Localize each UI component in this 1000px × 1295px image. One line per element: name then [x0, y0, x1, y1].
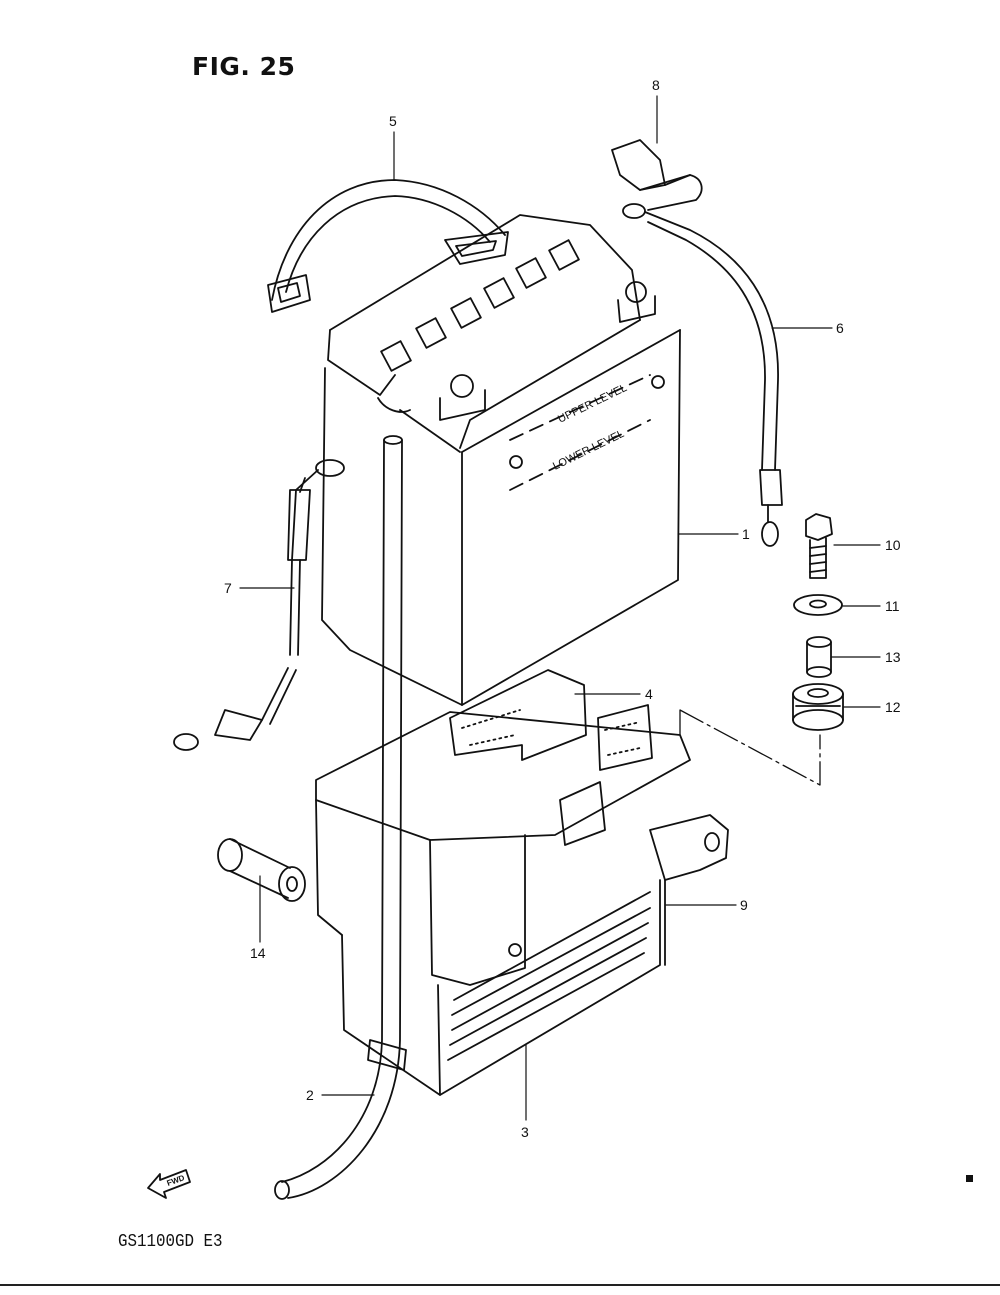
- callout-8: 8: [652, 77, 660, 93]
- negative-cable-part: [173, 459, 345, 751]
- bolt-part: [805, 513, 833, 579]
- battery-strap-part: [267, 179, 509, 313]
- page-mark: [966, 1175, 973, 1182]
- battery-part: UPPER LEVEL LOWER LEVEL: [321, 214, 681, 706]
- callout-13: 13: [885, 649, 901, 665]
- callout-14: 14: [250, 945, 266, 961]
- callout-3: 3: [521, 1124, 529, 1140]
- callout-11: 11: [885, 598, 900, 614]
- positive-cable-part: [622, 203, 783, 547]
- breather-hose-part: [274, 435, 407, 1200]
- callout-10: 10: [885, 537, 901, 553]
- grommet-part: [792, 683, 844, 731]
- callout-2: 2: [306, 1087, 314, 1103]
- callout-4: 4: [645, 686, 653, 702]
- assembly-chain-line: [679, 709, 821, 786]
- battery-tray-part: [315, 711, 691, 1096]
- rubber-mount-part: [217, 838, 306, 902]
- collar-part: [806, 636, 832, 678]
- mounting-bracket-part: [649, 814, 729, 966]
- cell-caps: [380, 239, 580, 372]
- callout-7: 7: [224, 580, 232, 596]
- callout-numbers: 1 2 3 4 5 6 7 8 9 10 11 13 12 14: [224, 77, 901, 1140]
- callout-12: 12: [885, 699, 901, 715]
- forward-arrow-icon: FWD: [147, 1169, 191, 1199]
- model-code: GS1100GD E3: [118, 1232, 223, 1252]
- terminal-cover-part: [611, 139, 703, 211]
- lower-level-text: LOWER LEVEL: [551, 428, 626, 473]
- callout-1: 1: [742, 526, 750, 542]
- callout-6: 6: [836, 320, 844, 336]
- leader-lines: [239, 95, 881, 1121]
- washer-part: [793, 594, 843, 616]
- figure-title: FIG. 25: [192, 52, 296, 81]
- callout-9: 9: [740, 897, 748, 913]
- bottom-rule: [0, 1284, 1000, 1286]
- positive-terminal: [625, 281, 647, 303]
- battery-cushion-part: [449, 669, 653, 771]
- upper-level-text: UPPER LEVEL: [556, 382, 629, 426]
- negative-terminal: [450, 374, 474, 398]
- callout-5: 5: [389, 113, 397, 129]
